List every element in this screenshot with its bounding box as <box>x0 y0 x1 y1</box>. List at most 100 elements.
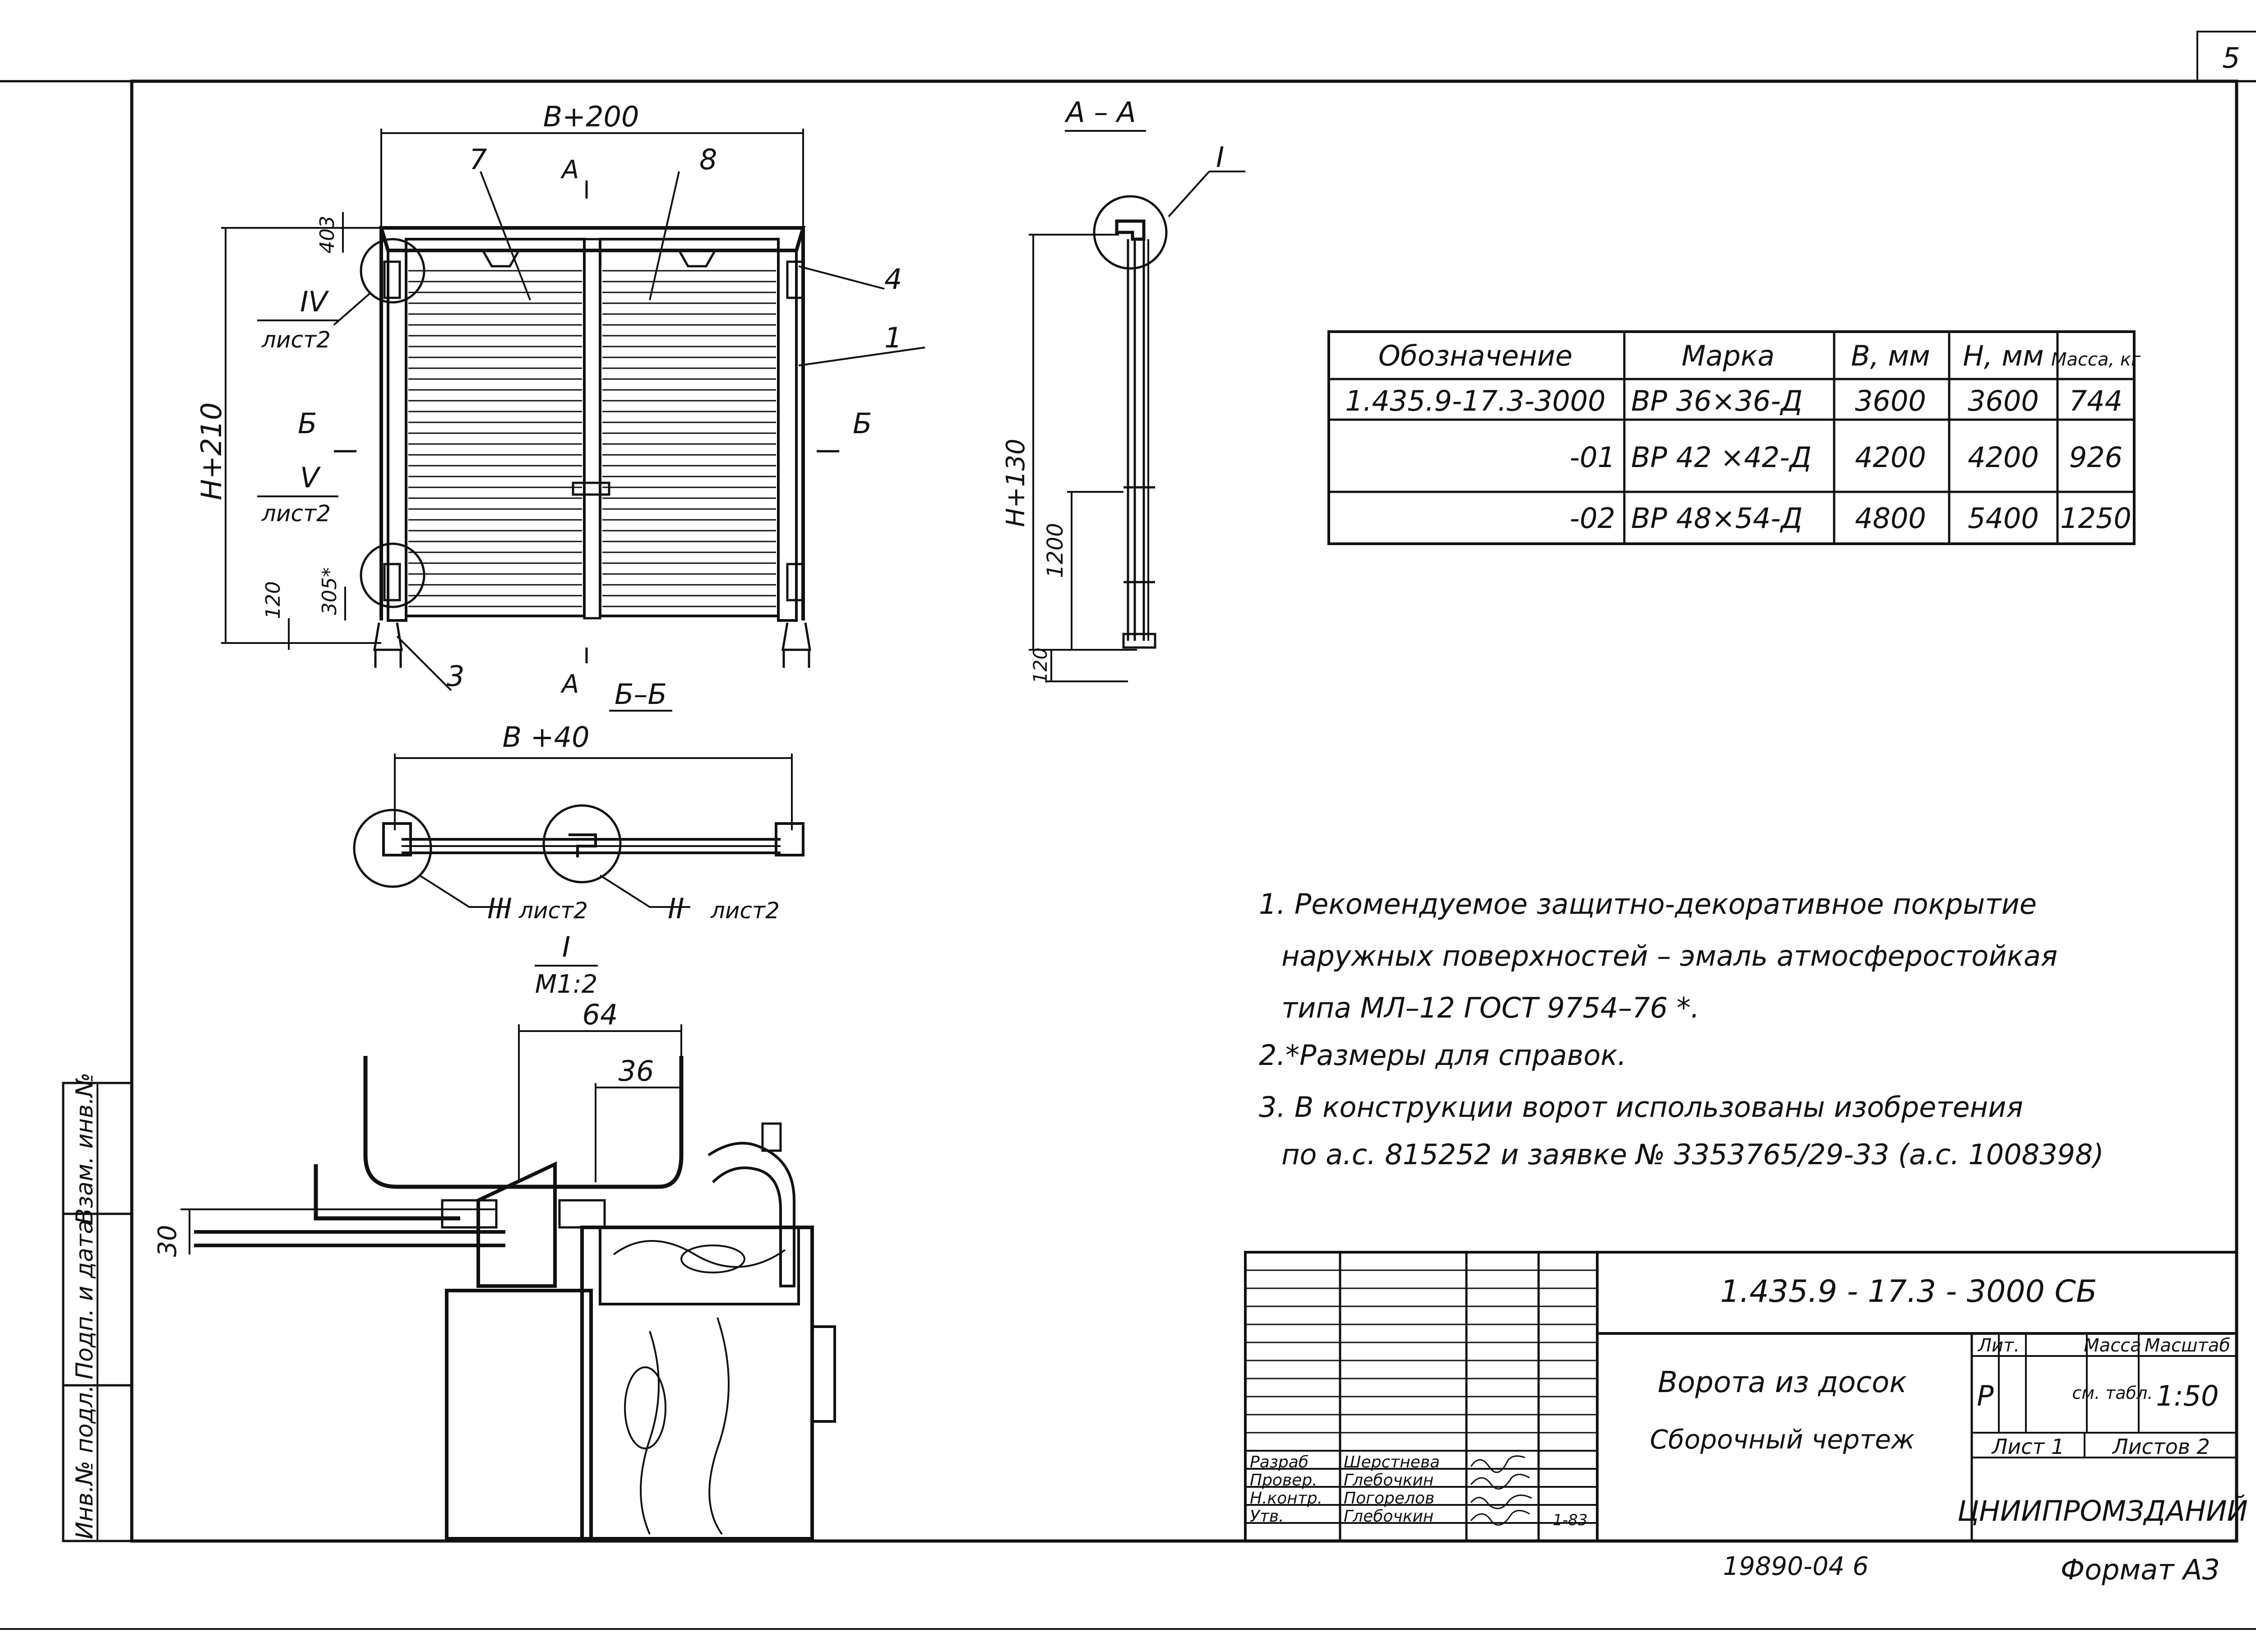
detail-i-dim-64: 64 <box>582 998 618 1031</box>
title-lit-header: Лит. <box>1977 1335 2020 1356</box>
section-aa-detail-i: I <box>1216 141 1224 174</box>
dim-305: 305* <box>318 567 341 615</box>
table-header-b: В, мм <box>1851 339 1930 372</box>
section-aa-dim-1200: 1200 <box>1043 523 1068 578</box>
dim-120-front: 120 <box>262 581 285 619</box>
table-cell: 1.435.9-17.3-3000 <box>1345 384 1605 417</box>
callout-4: 4 <box>884 263 902 296</box>
table-cell: -01 <box>1570 441 1615 474</box>
section-mark-b-right: Б <box>853 407 872 440</box>
table-header-h: Н, мм <box>1963 339 2044 372</box>
gate-front-view <box>221 129 925 691</box>
title-date: 1-83 <box>1553 1511 1587 1529</box>
spec-table-grid <box>1327 330 2136 545</box>
title-name-line2: Сборочный чертеж <box>1650 1424 1915 1455</box>
archive-number: 19890-04 6 <box>1723 1552 1868 1581</box>
title-scale-value: 1:50 <box>2156 1379 2219 1412</box>
table-cell: ВР 48×54-Д <box>1631 502 1803 535</box>
section-aa-title: А – А <box>1064 96 1136 129</box>
table-header-mass: Масса, кг <box>2051 349 2141 370</box>
callout-8: 8 <box>699 143 717 176</box>
table-cell: 4800 <box>1855 502 1926 535</box>
section-mark-a-top: А <box>560 155 579 185</box>
detail-ref-iii: III <box>487 892 512 925</box>
detail-ref-iv-sheet: лист2 <box>261 327 331 353</box>
title-block-grid <box>1244 1251 2238 1542</box>
title-sheets-label: Листов 2 <box>2112 1435 2210 1459</box>
title-lit-value: Р <box>1977 1379 1994 1412</box>
detail-ref-iv: IV <box>300 285 329 318</box>
dim-403: 403 <box>316 216 339 254</box>
note-line-4: 2.*Размеры для справок. <box>1259 1039 1627 1072</box>
section-bb-view <box>353 754 804 908</box>
title-scale-header: Масштаб <box>2145 1335 2230 1356</box>
detail-ref-ii-sheet: лист2 <box>710 898 780 924</box>
table-cell: 5400 <box>1968 502 2039 535</box>
sheet-frame <box>0 31 2256 1630</box>
table-cell: -02 <box>1570 502 1615 535</box>
detail-i-dim-30: 30 <box>153 1225 182 1257</box>
sheet-number: 5 <box>2222 42 2240 74</box>
title-designation: 1.435.9 - 17.3 - 3000 СБ <box>1720 1274 2097 1310</box>
title-sheet-label: Лист 1 <box>1991 1435 2064 1459</box>
table-cell: 4200 <box>1968 441 2039 474</box>
title-name-1: Шерстнева <box>1344 1453 1440 1472</box>
title-organization: ЦНИИПРОМЗДАНИЙ <box>1957 1494 2248 1527</box>
front-height-dim: Н+210 <box>195 403 228 500</box>
note-line-1: 1. Рекомендуемое защитно-декоративное по… <box>1259 888 2037 921</box>
section-bb-title: Б–Б <box>615 678 667 711</box>
title-name-3: Погорелов <box>1344 1489 1434 1508</box>
detail-i-title: I <box>562 930 570 963</box>
side-stamp-replace: Взам. инв.№ <box>71 1073 98 1225</box>
section-aa-height-dim: Н+130 <box>1001 439 1031 527</box>
callout-1: 1 <box>884 321 902 354</box>
table-cell: 3600 <box>1855 384 1926 417</box>
board-slats-right <box>602 270 776 607</box>
table-cell: 4200 <box>1855 441 1926 474</box>
title-name-4: Глебочкин <box>1344 1507 1433 1526</box>
callout-3: 3 <box>447 660 464 693</box>
title-role-4: Утв. <box>1250 1507 1284 1526</box>
table-header-mark: Марка <box>1682 339 1775 372</box>
title-mass-header: Масса <box>2084 1335 2141 1356</box>
title-role-1: Разраб <box>1250 1453 1308 1472</box>
section-bb-width-dim: В +40 <box>502 721 589 754</box>
section-mark-b-left: Б <box>298 407 317 440</box>
table-header-designation: Обозначение <box>1378 339 1572 372</box>
title-name-2: Глебочкин <box>1344 1471 1433 1490</box>
detail-i-dim-36: 36 <box>619 1055 654 1087</box>
section-mark-a-bottom: А <box>560 670 579 699</box>
detail-ref-v-sheet: лист2 <box>261 500 331 527</box>
table-cell: ВР 36×36-Д <box>1631 384 1803 417</box>
signature-marks <box>1470 1455 1532 1526</box>
section-aa-dim-120: 120 <box>1029 648 1051 684</box>
detail-ref-v: V <box>300 461 321 494</box>
format-label: Формат А3 <box>2061 1553 2220 1586</box>
detail-i-view <box>180 1024 836 1541</box>
front-width-dim: В+200 <box>543 100 639 133</box>
section-aa-view <box>1029 171 1245 682</box>
table-cell: 744 <box>2069 384 2122 417</box>
table-cell: 926 <box>2069 441 2122 474</box>
detail-i-scale: М1:2 <box>535 970 597 999</box>
side-stamp-sign: Подп. и дата <box>71 1220 98 1379</box>
note-line-5: 3. В конструкции ворот использованы изоб… <box>1259 1091 2023 1124</box>
title-name-line1: Ворота из досок <box>1658 1366 1907 1399</box>
table-cell: 1250 <box>2060 502 2131 535</box>
board-slats-left <box>408 270 582 607</box>
table-cell: 3600 <box>1968 384 2039 417</box>
table-cell: ВР 42 ×42-Д <box>1631 441 1812 474</box>
title-mass-value: см. табл. <box>2072 1383 2153 1403</box>
title-role-3: Н.контр. <box>1250 1489 1322 1508</box>
side-stamp-grid <box>62 1082 133 1542</box>
side-stamp-inv: Инв.№ подл. <box>71 1385 98 1539</box>
note-line-6: по а.с. 815252 и заявке № 3353765/29-33 … <box>1281 1138 2104 1171</box>
detail-ref-ii: II <box>668 892 684 925</box>
title-block-rows <box>1245 1269 1597 1524</box>
note-line-2: наружных поверхностей – эмаль атмосферос… <box>1281 939 2057 972</box>
detail-ref-iii-sheet: лист2 <box>518 898 588 924</box>
note-line-3: типа МЛ–12 ГОСТ 9754–76 *. <box>1281 991 1700 1024</box>
title-role-2: Провер. <box>1250 1471 1318 1490</box>
callout-7: 7 <box>469 143 487 176</box>
